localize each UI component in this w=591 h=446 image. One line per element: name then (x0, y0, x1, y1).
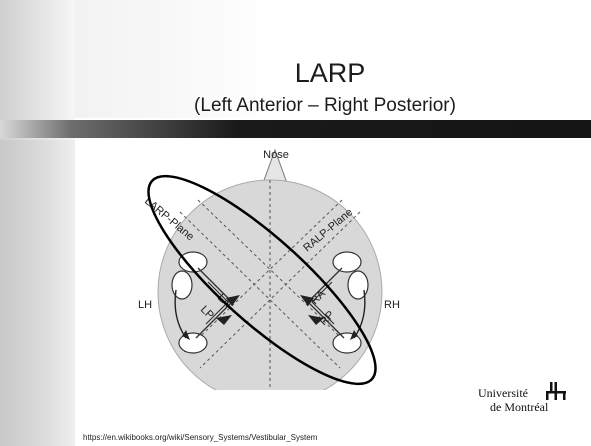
universite-de-montreal-logo: Université de Montréal (478, 382, 578, 414)
rh-label: RH (384, 299, 400, 311)
semicircular-canals-diagram: Nose LARP-Plane RALP-Plane LA LP LH (120, 140, 420, 390)
left-decor-band-lower (0, 140, 75, 446)
right-ampulla-top (333, 252, 361, 272)
slide-title: LARP (150, 58, 510, 89)
title-divider-band (0, 120, 591, 138)
logo-line-1: Université (478, 386, 528, 401)
nose-label: Nose (263, 149, 289, 161)
lh-label: LH (138, 299, 152, 311)
logo-emblem-icon (545, 382, 567, 400)
source-url: https://en.wikibooks.org/wiki/Sensory_Sy… (83, 433, 317, 442)
logo-line-2: de Montréal (490, 400, 548, 415)
slide-subtitle: (Left Anterior – Right Posterior) (120, 95, 530, 117)
